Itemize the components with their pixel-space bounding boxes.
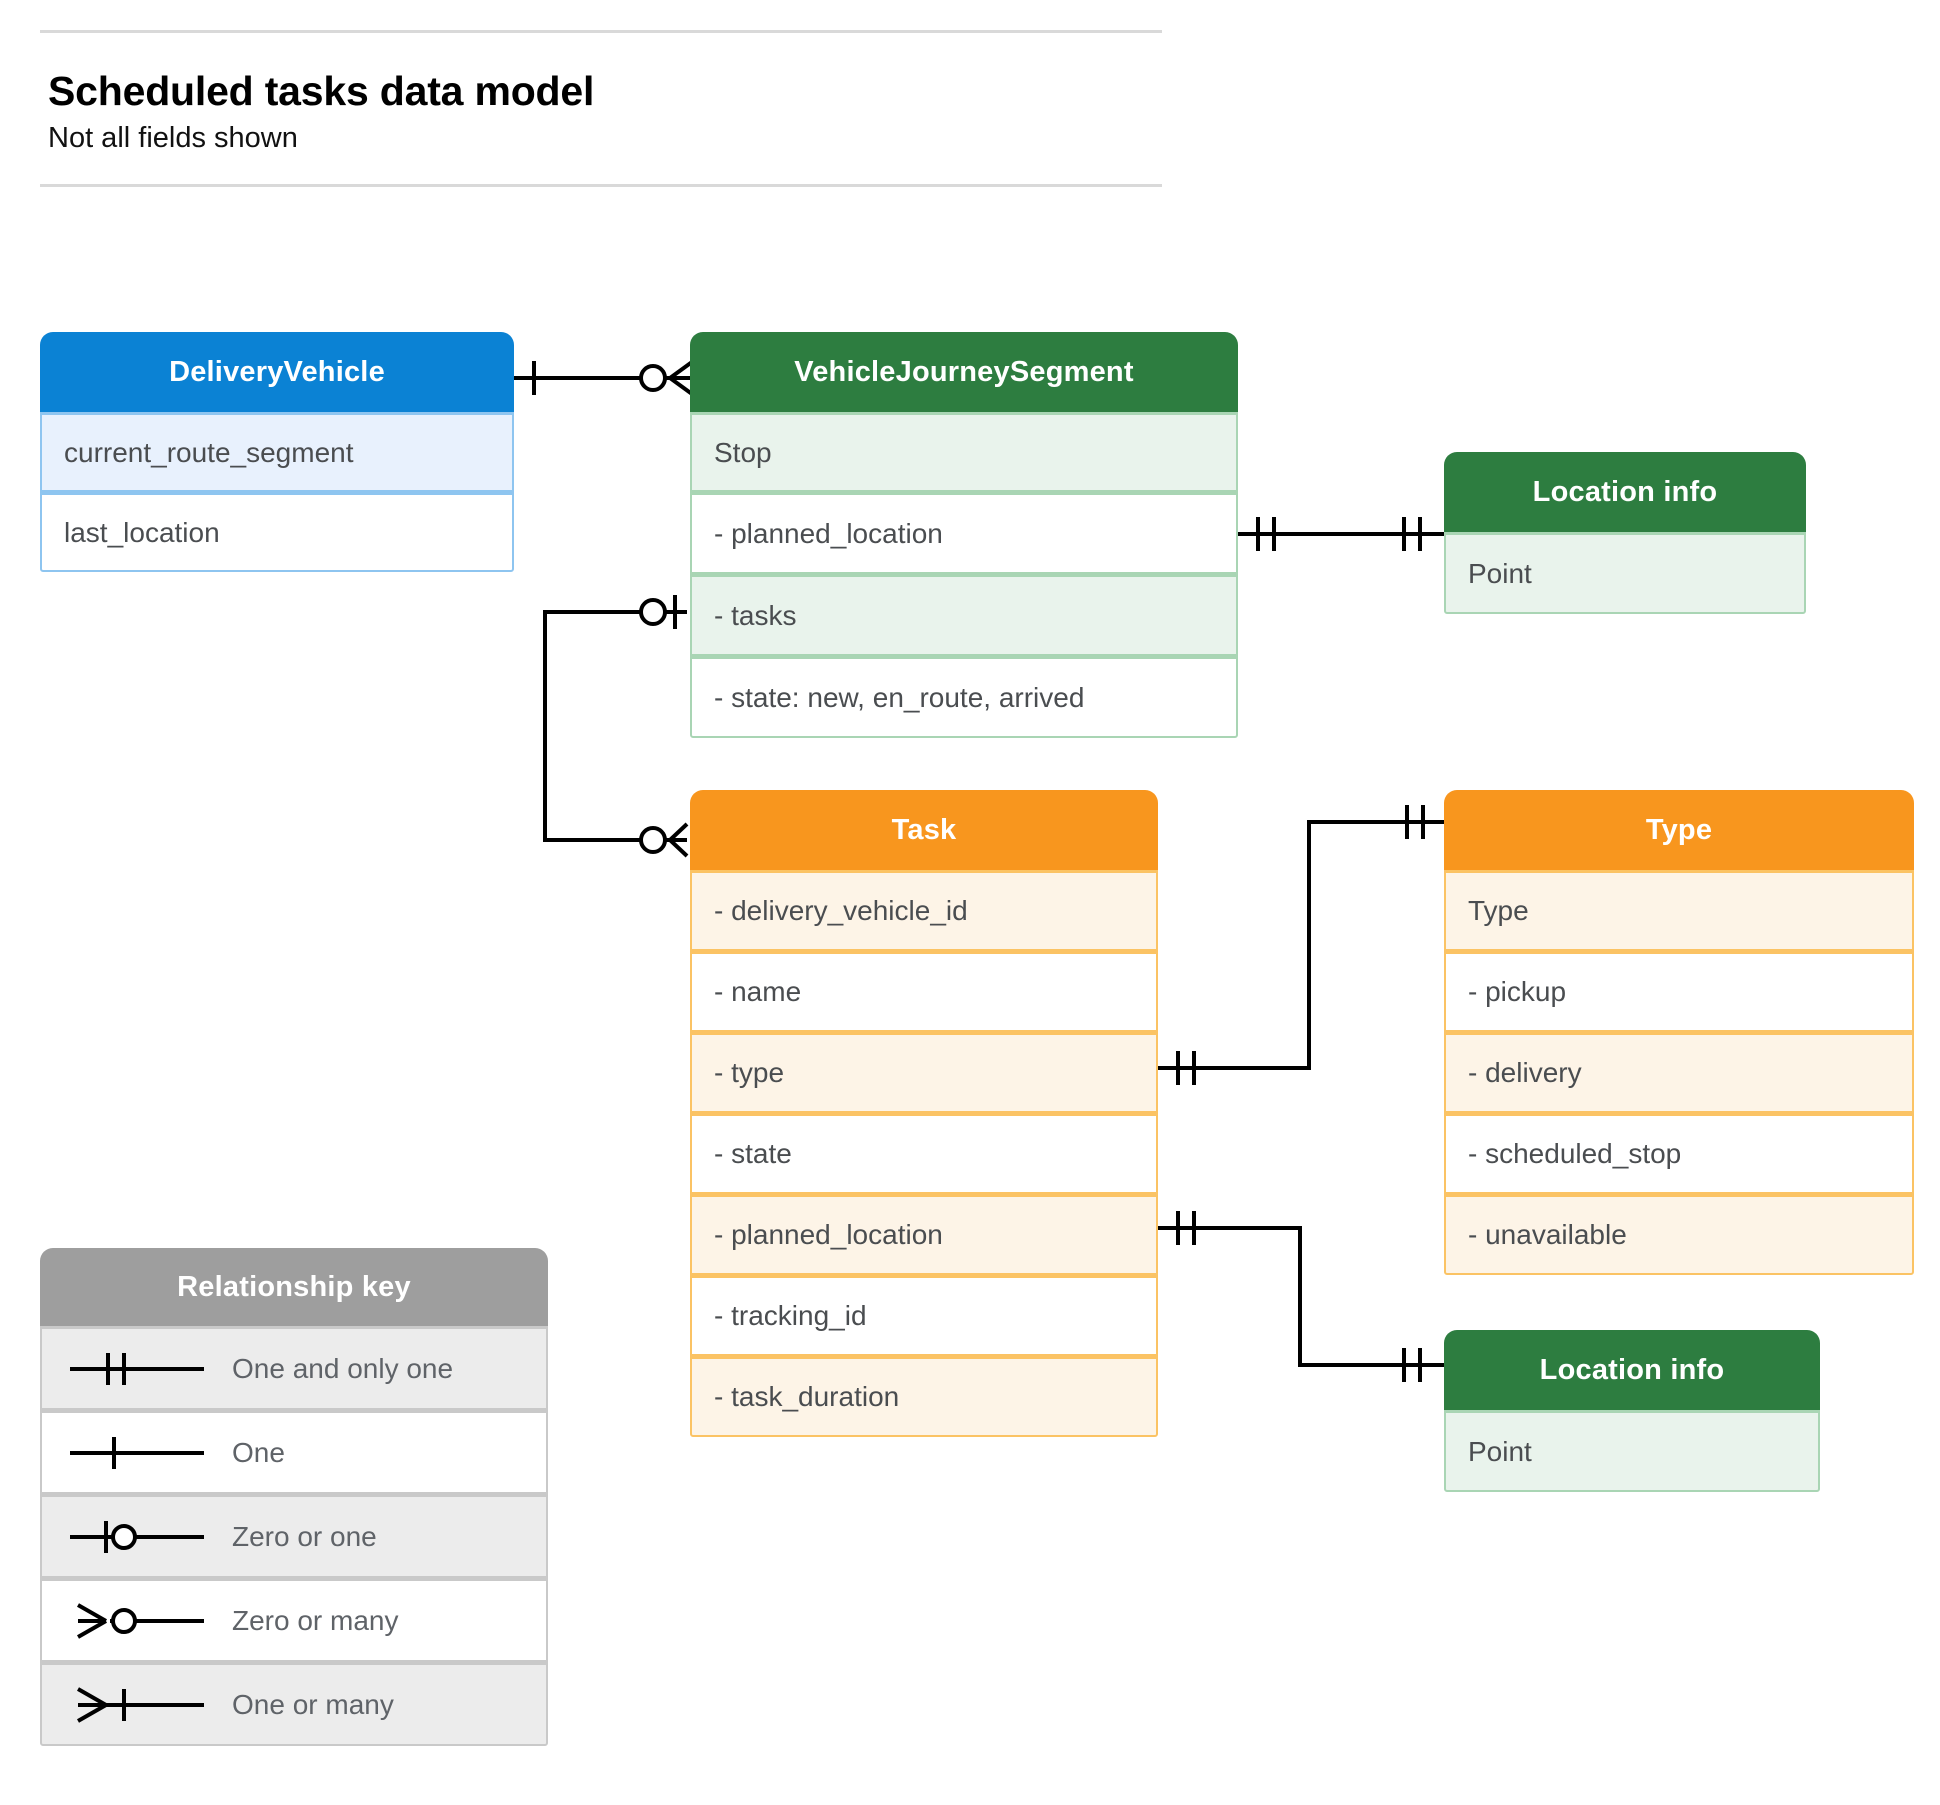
entity-location-info-bottom-title: Location info [1444,1330,1820,1410]
entity-task-title: Task [690,790,1158,870]
legend-item-zero-or-one: Zero or one [40,1494,548,1578]
legend-relationship-key[interactable]: Relationship key One and only one [40,1248,548,1746]
page-subtitle: Not all fields shown [48,121,298,154]
field-type-pickup: - pickup [1444,951,1914,1032]
entity-delivery-vehicle[interactable]: DeliveryVehicle current_route_segment la… [40,332,514,572]
legend-item-zero-or-many: Zero or many [40,1578,548,1662]
link-vjs-locationinfo [1238,517,1444,551]
field-task-type: - type [690,1032,1158,1113]
legend-item-one-and-only-one: One and only one [40,1326,548,1410]
link-deliveryvehicle-vehiclejourneysegment [514,360,694,396]
field-type-delivery: - delivery [1444,1032,1914,1113]
entity-location-info-bottom[interactable]: Location info Point [1444,1330,1820,1492]
field-stop: Stop [690,412,1238,492]
link-vjs-task [543,595,689,858]
one-or-many-icon [42,1683,232,1727]
one-and-only-one-icon [42,1347,232,1391]
field-last-location: last_location [40,492,514,572]
entity-task[interactable]: Task - delivery_vehicle_id - name - type… [690,790,1158,1437]
legend-title: Relationship key [40,1248,548,1326]
field-vjs-planned-location: - planned_location [690,492,1238,574]
header-rule-bottom [40,183,1162,187]
page-title: Scheduled tasks data model [48,68,595,114]
entity-vehicle-journey-segment[interactable]: VehicleJourneySegment Stop - planned_loc… [690,332,1238,738]
legend-item-label: Zero or many [232,1604,399,1636]
legend-item-one: One [40,1410,548,1494]
field-task-delivery-vehicle-id: - delivery_vehicle_id [690,870,1158,951]
zero-or-many-icon [42,1599,232,1643]
field-task-tracking-id: - tracking_id [690,1275,1158,1356]
field-task-planned-location: - planned_location [690,1194,1158,1275]
legend-item-label: Zero or one [232,1520,377,1552]
entity-type[interactable]: Type Type - pickup - delivery - schedule… [1444,790,1914,1275]
field-task-name: - name [690,951,1158,1032]
field-type-type: Type [1444,870,1914,951]
legend-item-label: One and only one [232,1352,454,1384]
document-header: Scheduled tasks data model Not all field… [40,30,1162,187]
legend-item-one-or-many: One or many [40,1662,548,1746]
entity-vehicle-journey-segment-title: VehicleJourneySegment [690,332,1238,412]
header-rule-top [40,30,1162,33]
field-location-info-top-point: Point [1444,532,1806,614]
entity-location-info-top-title: Location info [1444,452,1806,532]
link-task-type [1158,805,1447,1085]
field-task-task-duration: - task_duration [690,1356,1158,1437]
entity-type-title: Type [1444,790,1914,870]
one-icon [42,1431,232,1475]
field-task-state: - state [690,1113,1158,1194]
field-type-scheduled-stop: - scheduled_stop [1444,1113,1914,1194]
entity-location-info-top[interactable]: Location info Point [1444,452,1806,614]
field-vjs-tasks: - tasks [690,574,1238,656]
field-location-info-bottom-point: Point [1444,1410,1820,1492]
field-vjs-state: - state: new, en_route, arrived [690,656,1238,738]
entity-delivery-vehicle-title: DeliveryVehicle [40,332,514,412]
field-current-route-segment: current_route_segment [40,412,514,492]
link-task-locationinfo [1158,1211,1444,1382]
legend-item-label: One [232,1436,285,1468]
field-type-unavailable: - unavailable [1444,1194,1914,1275]
zero-or-one-icon [42,1515,232,1559]
legend-item-label: One or many [232,1688,394,1720]
